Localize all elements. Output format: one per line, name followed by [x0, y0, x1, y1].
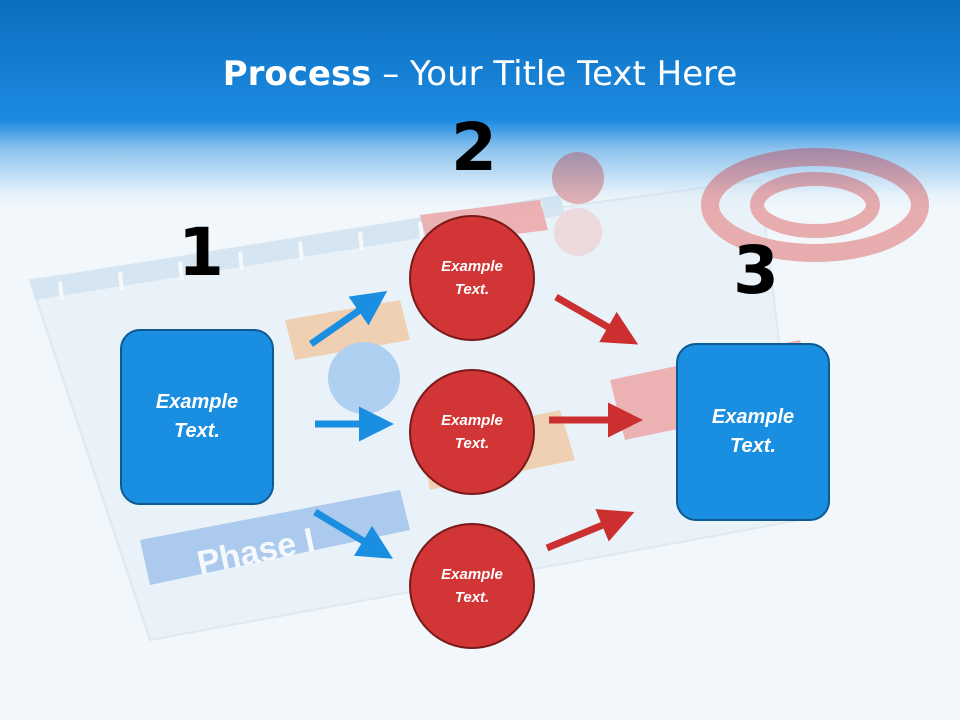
step-number-3: 3 [733, 232, 779, 309]
red-circle-middle: Example Text. [409, 369, 535, 495]
arrow-top-to-right [554, 293, 639, 345]
red-circle-bottom: Example Text. [409, 523, 535, 649]
right-box-text: Example Text. [711, 406, 795, 457]
step-number-2: 2 [451, 109, 497, 186]
slide-title: Process – Your Title Text Here [0, 54, 960, 94]
left-blue-box: Example Text. [120, 329, 274, 505]
title-rest: – Your Title Text Here [371, 54, 738, 94]
arrow-left-to-top [309, 291, 388, 347]
title-bold: Process [222, 54, 372, 94]
header-band [0, 0, 960, 210]
red-circle-top: Example Text. [409, 215, 535, 341]
left-box-text: Example Text. [155, 391, 239, 442]
circle-middle-text: Example Text. [441, 412, 503, 452]
right-blue-box: Example Text. [676, 343, 830, 521]
arrow-left-to-bottom [313, 508, 394, 559]
circle-top-text: Example Text. [441, 258, 503, 298]
circle-bottom-text: Example Text. [441, 566, 503, 606]
step-number-1: 1 [178, 214, 224, 291]
arrow-bottom-to-right [545, 509, 635, 552]
